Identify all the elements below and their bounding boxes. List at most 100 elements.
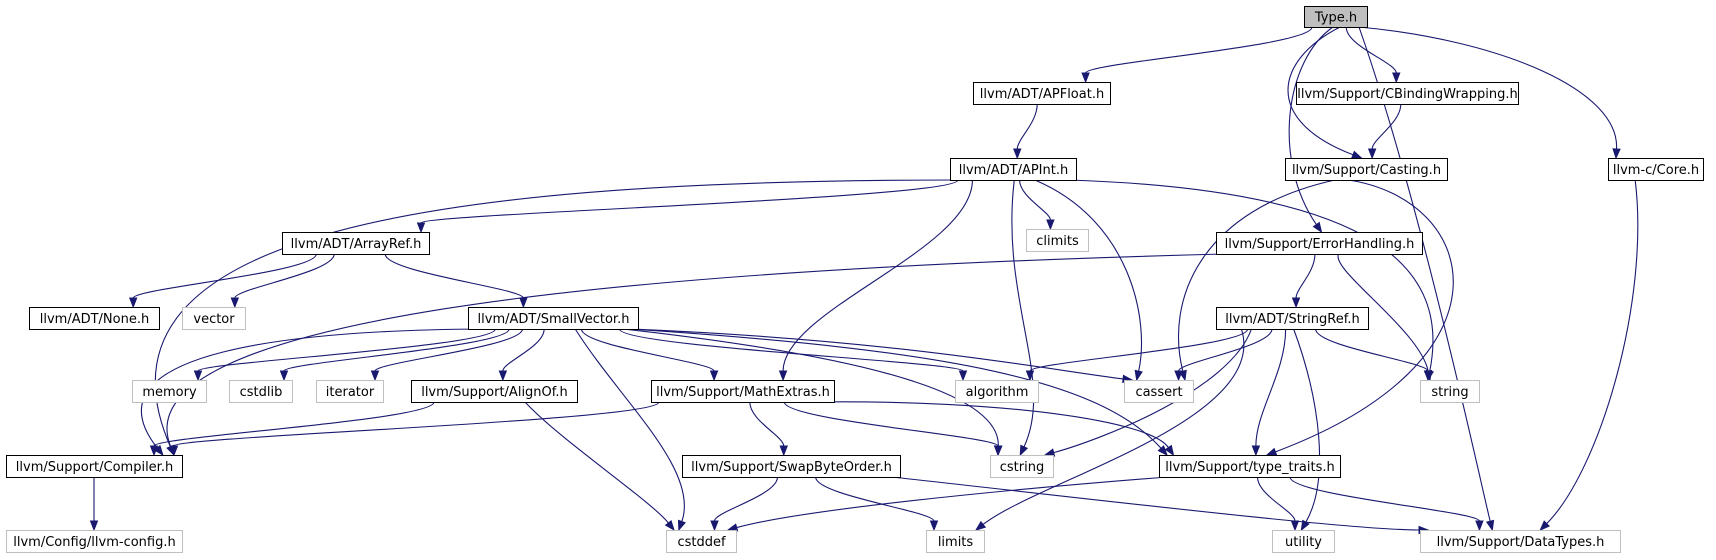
node-box: [950, 158, 1077, 181]
edge-stringref-to-typetraits: [1251, 328, 1287, 457]
edge-arrowhead: [169, 445, 179, 457]
node-cbinding[interactable]: llvm/Support/CBindingWrapping.h: [1296, 82, 1519, 105]
edge-stringref-to-utility: [1293, 328, 1321, 532]
node-box: [411, 380, 578, 403]
node-label: cstddef: [677, 535, 726, 550]
edge-apint-to-climits: [1019, 179, 1055, 231]
node-box: [282, 232, 430, 255]
edge-line: [713, 476, 779, 522]
edge-arrowhead: [1019, 444, 1029, 457]
node-label: climits: [1036, 234, 1079, 249]
edge-arrowhead: [1174, 370, 1183, 382]
node-box: [1608, 158, 1704, 181]
edge-arrowhead: [416, 222, 426, 234]
edge-arrowhead: [1539, 520, 1551, 531]
edge-arrowhead: [1025, 370, 1035, 382]
edge-apint-to-mathextras: [778, 179, 973, 382]
edge-stringref-to-string: [1315, 328, 1433, 382]
node-label: cstring: [1000, 460, 1044, 475]
edge-line: [580, 328, 715, 372]
node-core[interactable]: llvm-c/Core.h: [1608, 158, 1704, 181]
node-cstring: cstring: [990, 455, 1054, 478]
edge-type_h-to-apfloat: [1081, 26, 1313, 84]
edge-arrowhead: [498, 370, 508, 382]
edge-arrowhead: [726, 523, 739, 532]
edge-typetraits-to-utility: [1256, 476, 1300, 532]
edge-line: [1053, 328, 1252, 454]
node-label: llvm/Support/ErrorHandling.h: [1225, 237, 1415, 252]
node-apint[interactable]: llvm/ADT/APInt.h: [950, 158, 1077, 181]
edge-line: [1289, 476, 1480, 522]
edge-line: [1029, 328, 1249, 372]
node-box: [682, 455, 901, 478]
edge-arrowhead: [1312, 221, 1323, 234]
node-stringref[interactable]: llvm/ADT/StringRef.h: [1216, 307, 1369, 330]
edge-line: [166, 253, 1225, 447]
edge-line: [1358, 26, 1618, 150]
edge-line: [623, 328, 999, 447]
node-box: [926, 530, 985, 553]
node-box: [1216, 232, 1423, 255]
node-apfloat[interactable]: llvm/ADT/APFloat.h: [973, 82, 1111, 105]
node-label: llvm/Support/CBindingWrapping.h: [1297, 87, 1518, 102]
node-box: [1272, 530, 1335, 553]
node-box: [651, 380, 835, 403]
node-errorhandling[interactable]: llvm/Support/ErrorHandling.h: [1216, 232, 1423, 255]
node-box: [1304, 6, 1368, 28]
edge-line: [1371, 103, 1402, 150]
node-label: llvm/ADT/SmallVector.h: [478, 312, 630, 327]
edge-line: [234, 253, 335, 299]
node-mathextras[interactable]: llvm/Support/MathExtras.h: [651, 380, 835, 403]
node-typetraits[interactable]: llvm/Support/type_traits.h: [1159, 455, 1341, 478]
edge-line: [1177, 179, 1335, 372]
node-label: llvm/ADT/APInt.h: [959, 163, 1068, 178]
edge-line: [502, 328, 545, 372]
edge-line: [173, 401, 660, 447]
edge-arrowhead: [664, 519, 675, 532]
edge-arrowhead: [1612, 148, 1621, 160]
edge-arrowhead: [370, 370, 380, 382]
edge-line: [1295, 253, 1316, 299]
edge-errorhandling-to-compiler: [166, 253, 1225, 457]
edge-arrowhead: [279, 370, 289, 382]
node-swapbyte[interactable]: llvm/Support/SwapByteOrder.h: [682, 455, 901, 478]
node-compiler[interactable]: llvm/Support/Compiler.h: [6, 455, 183, 478]
edge-mathextras-to-compiler: [169, 401, 660, 457]
edge-type_h-to-cbinding: [1345, 26, 1401, 84]
node-box: [1420, 380, 1480, 403]
edge-line: [1256, 476, 1296, 522]
edge-line: [1016, 103, 1038, 150]
node-label: llvm-c/Core.h: [1613, 163, 1699, 178]
edge-arrowhead: [974, 520, 987, 531]
edge-compiler-to-llvmconfig: [89, 477, 99, 532]
node-algorithm: algorithm: [955, 380, 1039, 403]
edge-arrowhead: [1134, 369, 1143, 382]
edge-line: [153, 401, 435, 447]
edge-core-to-datatypes: [1539, 179, 1639, 531]
edge-line: [818, 401, 1169, 448]
edge-arrowhead: [778, 370, 788, 382]
edge-smallvector-to-cstddef: [574, 328, 686, 532]
edge-smallvector-to-cstdlib: [279, 328, 510, 382]
node-none[interactable]: llvm/ADT/None.h: [29, 307, 160, 330]
edge-line: [1275, 179, 1454, 453]
node-arrayref[interactable]: llvm/ADT/ArrayRef.h: [282, 232, 430, 255]
edge-smallvector-to-iterator: [370, 328, 524, 382]
edge-arrowhead: [779, 445, 788, 457]
node-box: [1124, 380, 1194, 403]
edge-line: [783, 401, 999, 447]
edge-line: [629, 328, 1162, 449]
edge-line: [384, 253, 524, 299]
edge-line: [574, 328, 685, 522]
node-smallvector[interactable]: llvm/ADT/SmallVector.h: [468, 307, 639, 330]
nodes-layer: Type.h llvm/ADT/APFloat.h llvm/Support/CBi…: [6, 6, 1704, 553]
node-memory: memory: [132, 380, 207, 403]
node-casting[interactable]: llvm/Support/Casting.h: [1285, 158, 1448, 181]
node-label: llvm/Support/DataTypes.h: [1437, 535, 1605, 550]
edge-apint-to-arrayref: [416, 179, 959, 234]
node-box: [666, 530, 737, 553]
node-box: [1216, 307, 1369, 330]
edge-line: [420, 179, 959, 224]
node-alignof[interactable]: llvm/Support/AlignOf.h: [411, 380, 578, 403]
node-type_h[interactable]: Type.h: [1304, 6, 1368, 28]
